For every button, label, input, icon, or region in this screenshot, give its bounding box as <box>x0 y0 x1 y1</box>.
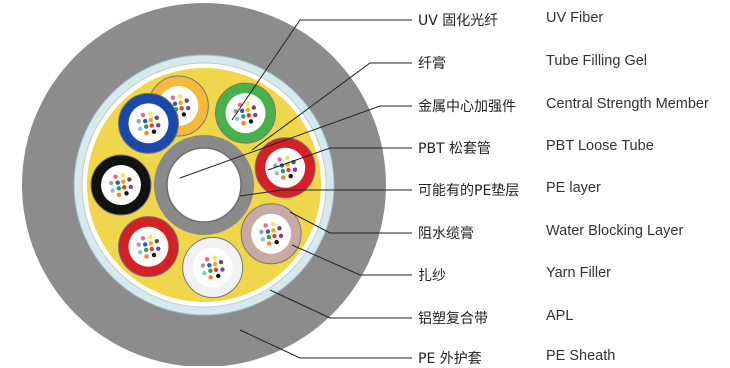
loose-tubes <box>90 75 316 299</box>
label-apl-en: APL <box>546 308 574 324</box>
loose-tube-3 <box>254 137 316 199</box>
leader-line-7 <box>291 244 412 276</box>
central-strength-member-core <box>166 147 242 223</box>
label-filling-gel-en: Tube Filling Gel <box>546 53 648 69</box>
label-filling-gel-cn: 纤膏 <box>418 56 446 72</box>
label-uv-fiber-cn: UV 固化光纤 <box>418 13 499 29</box>
label-apl-cn: 铝塑复合带 <box>418 311 488 327</box>
label-pe-layer-cn: 可能有的PE垫层 <box>418 183 520 199</box>
leader-line-8 <box>269 289 412 319</box>
label-yarn-cn: 扎纱 <box>418 268 446 284</box>
label-pe-sheath-en: PE Sheath <box>546 348 616 364</box>
leader-lines <box>179 19 412 359</box>
loose-tube-2 <box>215 82 276 144</box>
label-water-blocking-en: Water Blocking Layer <box>546 223 684 239</box>
leader-line-6 <box>289 211 412 234</box>
leader-line-1 <box>231 19 412 121</box>
label-strength-member-en: Central Strength Member <box>546 96 709 112</box>
loose-tube-8 <box>117 92 179 154</box>
loose-tube-5 <box>182 237 244 299</box>
label-strength-member-cn: 金属中心加强件 <box>418 99 516 115</box>
leader-line-4 <box>267 147 412 171</box>
leader-line-5 <box>239 189 412 197</box>
label-loose-tube-en: PBT Loose Tube <box>546 138 654 154</box>
loose-tube-4 <box>240 203 302 265</box>
label-pe-layer-en: PE layer <box>546 180 601 196</box>
label-yarn-en: Yarn Filler <box>546 265 611 281</box>
label-water-blocking-cn: 阻水缆膏 <box>418 226 474 242</box>
label-loose-tube-cn: PBT 松套管 <box>418 141 492 157</box>
loose-tube-6 <box>117 216 179 278</box>
leader-line-3 <box>179 105 412 179</box>
leader-line-9 <box>239 329 412 359</box>
loose-tube-7 <box>90 154 152 216</box>
label-uv-fiber-en: UV Fiber <box>546 10 604 26</box>
leader-line-2 <box>251 62 412 151</box>
label-pe-sheath-cn: PE 外护套 <box>418 351 482 367</box>
